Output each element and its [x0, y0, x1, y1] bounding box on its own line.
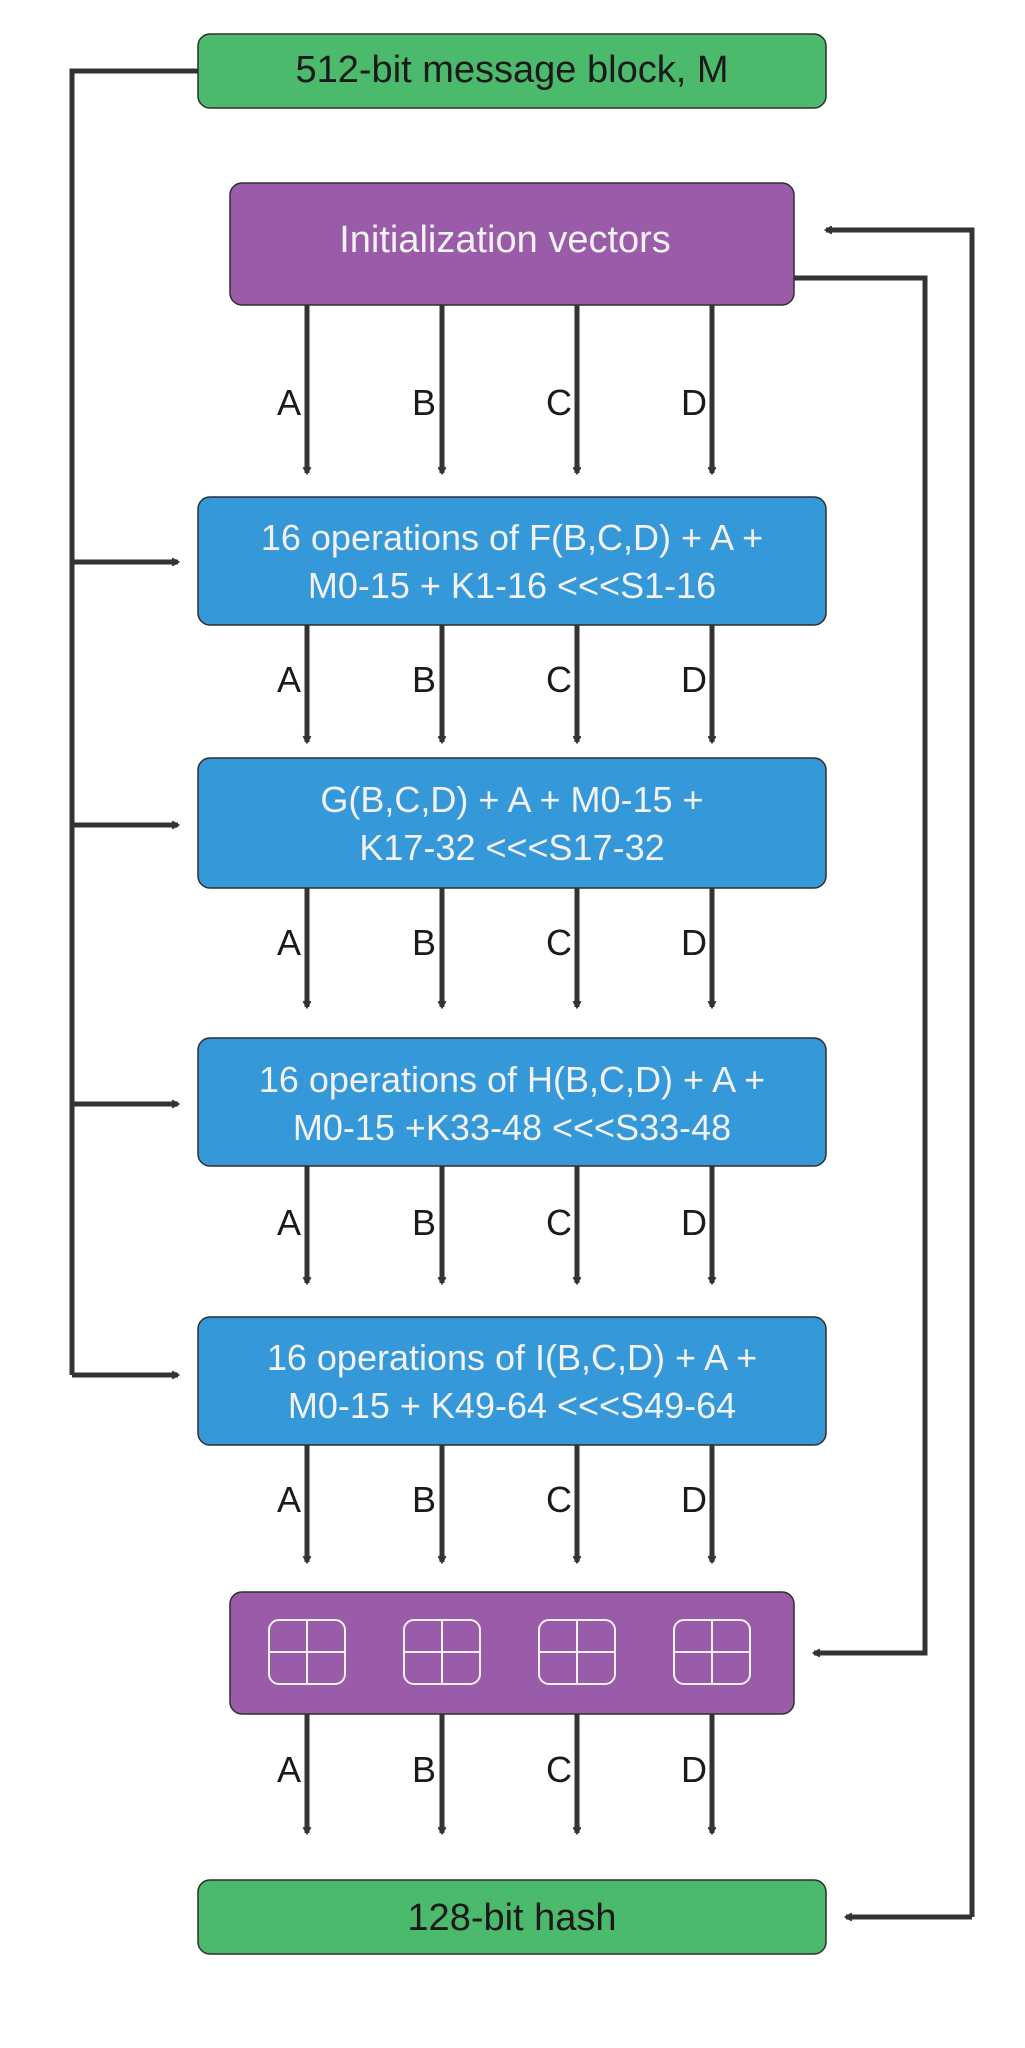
grid-add-icon	[538, 1619, 616, 1685]
channel-label-a: A	[277, 922, 301, 963]
output-label: 128-bit hash	[407, 1897, 616, 1939]
channel-label-d: D	[681, 382, 707, 423]
round-box-3: 16 operations of H(B,C,D) + A + M0-15 +K…	[197, 1037, 827, 1167]
feedback-to-init-arrow	[826, 230, 975, 1917]
channel-label-b: B	[412, 1749, 436, 1790]
message-feed-line	[69, 68, 198, 1375]
channel-label-a: A	[277, 1479, 301, 1520]
round-box-1: 16 operations of F(B,C,D) + A + M0-15 + …	[197, 496, 827, 626]
iv-to-adders-arrow	[794, 275, 928, 1653]
init-vectors-label: Initialization vectors	[339, 219, 671, 261]
grid-add-icon	[268, 1619, 346, 1685]
round-1-line-1: 16 operations of F(B,C,D) + A +	[261, 517, 763, 558]
channel-label-d: D	[681, 922, 707, 963]
channel-label-c: C	[546, 922, 572, 963]
channel-label-b: B	[412, 922, 436, 963]
round-1-line-2: M0-15 + K1-16 <<<S1-16	[308, 565, 716, 606]
round-4-line-2: M0-15 + K49-64 <<<S49-64	[288, 1385, 736, 1426]
channel-label-d: D	[681, 1749, 707, 1790]
channel-label-c: C	[546, 659, 572, 700]
grid-add-icon	[673, 1619, 751, 1685]
channel-label-b: B	[412, 1479, 436, 1520]
round-3-line-2: M0-15 +K33-48 <<<S33-48	[293, 1107, 731, 1148]
round-4-line-1: 16 operations of I(B,C,D) + A +	[267, 1337, 757, 1378]
channel-labels: A B C D A B C D A B C D A B C D A B C D A B C D	[277, 382, 707, 1790]
channel-label-d: D	[681, 659, 707, 700]
channel-label-a: A	[277, 1202, 301, 1243]
grid-add-icon	[403, 1619, 481, 1685]
channel-label-d: D	[681, 1202, 707, 1243]
input-label: 512-bit message block, M	[296, 49, 729, 91]
input-block: 512-bit message block, M	[197, 33, 827, 109]
round-2-line-2: K17-32 <<<S17-32	[359, 827, 664, 868]
output-block: 128-bit hash	[197, 1879, 827, 1955]
channel-label-c: C	[546, 382, 572, 423]
channel-label-b: B	[412, 1202, 436, 1243]
channel-label-a: A	[277, 382, 301, 423]
channel-label-c: C	[546, 1749, 572, 1790]
round-box-2: G(B,C,D) + A + M0-15 + K17-32 <<<S17-32	[197, 757, 827, 889]
adders-block	[229, 1591, 795, 1715]
round-box-4: 16 operations of I(B,C,D) + A + M0-15 + …	[197, 1316, 827, 1446]
channel-label-b: B	[412, 659, 436, 700]
channel-label-a: A	[277, 659, 301, 700]
connectors	[69, 68, 975, 1917]
channel-label-a: A	[277, 1749, 301, 1790]
channel-label-d: D	[681, 1479, 707, 1520]
channel-label-c: C	[546, 1202, 572, 1243]
channel-label-c: C	[546, 1479, 572, 1520]
round-3-line-1: 16 operations of H(B,C,D) + A +	[259, 1059, 765, 1100]
init-vectors-block: Initialization vectors	[229, 182, 795, 306]
round-2-line-1: G(B,C,D) + A + M0-15 +	[320, 779, 703, 820]
channel-label-b: B	[412, 382, 436, 423]
